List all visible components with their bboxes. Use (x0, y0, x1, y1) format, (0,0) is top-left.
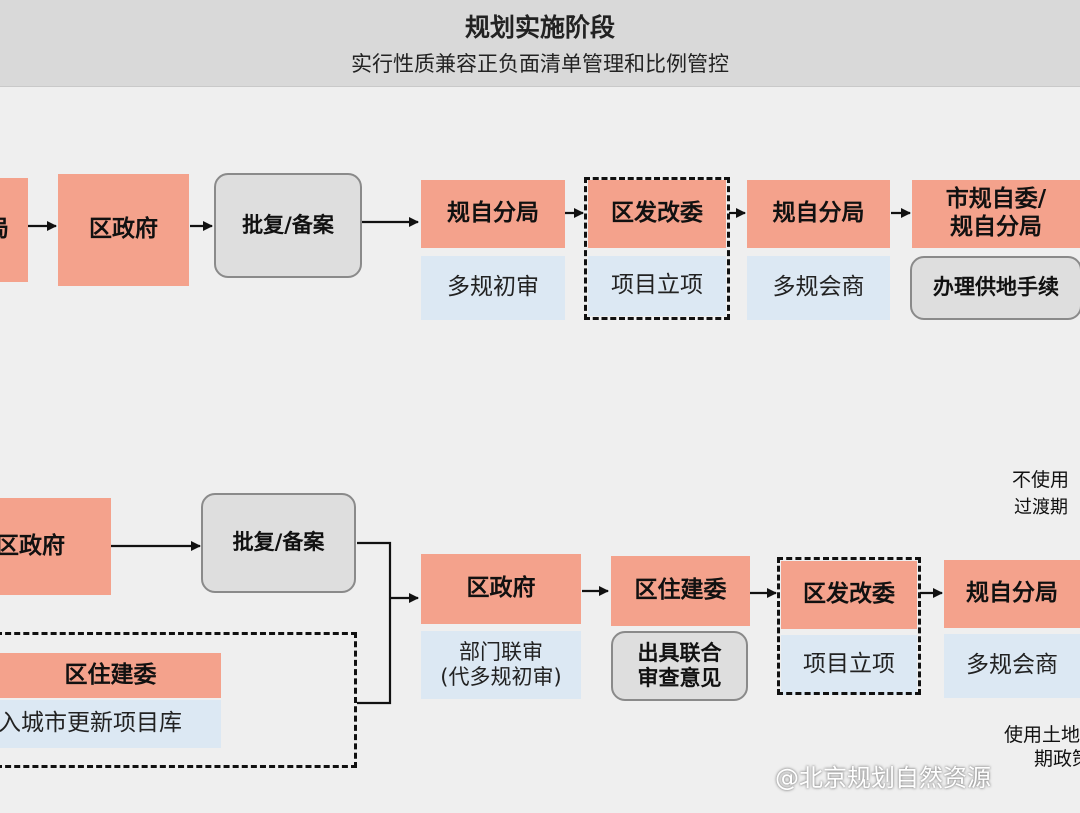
planning-bureau-2-sub-label: 多规会商 (772, 274, 865, 301)
approve-2-label: 批复/备案 (232, 530, 325, 555)
planning-bureau-3-label: 规自分局 (966, 580, 1058, 607)
dev-reform-1-box: 区发改委 (588, 180, 726, 248)
district-gov-2-sub-label: 部门联审 (代多规初审) (440, 639, 562, 689)
city-commission-label: 市规自委/ 规自分局 (945, 186, 1047, 240)
district-gov-left-label: 区政府 (0, 532, 65, 559)
dev-reform-2-dashed-frame (777, 557, 921, 695)
dev-reform-1-sub-box: 项目立项 (588, 256, 726, 316)
bracket-line (357, 541, 392, 705)
watermark: @北京规划自然资源 (775, 764, 991, 792)
planning-bureau-2-label: 规自分局 (772, 200, 865, 227)
joint-opinion-label: 出具联合 审查意见 (637, 640, 722, 690)
district-gov-box: 区政府 (58, 174, 189, 286)
page-subtitle: 实行性质兼容正负面清单管理和比例管控 (351, 52, 729, 76)
project-library-box: 入城市更新项目库 (0, 700, 221, 748)
dev-reform-2-sub-box: 项目立项 (781, 635, 917, 695)
land-supply-label: 办理供地手续 (933, 275, 1059, 300)
approve-box: 批复/备案 (214, 173, 362, 278)
planning-bureau-1-sub-box: 多规初审 (421, 256, 565, 320)
page-title: 规划实施阶段 (464, 13, 615, 42)
approve-2-box: 批复/备案 (201, 493, 356, 593)
planning-bureau-1-sub-label: 多规初审 (447, 274, 539, 301)
cut-left-box: 局 (0, 178, 28, 282)
planning-bureau-3-sub-label: 多规会商 (966, 652, 1058, 679)
planning-bureau-2-box: 规自分局 (747, 180, 890, 248)
approve-label: 批复/备案 (242, 212, 334, 237)
housing-committee-left-box: 区住建委 (0, 653, 221, 698)
project-library-dashed-frame (0, 632, 357, 768)
district-gov-2-sub-box: 部门联审 (代多规初审) (421, 631, 581, 699)
housing-committee-left-label: 区住建委 (64, 661, 157, 688)
note-top-1: 不使用 (1012, 469, 1070, 491)
planning-bureau-3-sub-box: 多规会商 (944, 634, 1080, 698)
joint-opinion-box: 出具联合 审查意见 (611, 631, 748, 701)
note-bottom-1: 使用土地 (1004, 724, 1080, 746)
planning-bureau-1-label: 规自分局 (447, 200, 539, 227)
planning-bureau-3-box: 规自分局 (944, 560, 1080, 628)
project-library-label: 入城市更新项目库 (0, 710, 182, 737)
district-gov-box-2: 区政府 (421, 554, 581, 624)
cut-left-label: 局 (0, 216, 9, 244)
dev-reform-2-box: 区发改委 (781, 561, 917, 629)
dev-reform-1-sub-label: 项目立项 (611, 272, 703, 299)
planning-bureau-1-box: 规自分局 (421, 180, 565, 248)
header: 规划实施阶段 实行性质兼容正负面清单管理和比例管控 (0, 0, 1080, 87)
land-supply-box: 办理供地手续 (910, 256, 1080, 320)
dev-reform-2-label: 区发改委 (803, 581, 895, 608)
city-commission-box: 市规自委/ 规自分局 (912, 180, 1080, 248)
district-gov-2-label: 区政府 (466, 575, 536, 602)
district-gov-left-box: 区政府 (0, 498, 111, 595)
note-bottom-2: 期政策 (1034, 748, 1080, 770)
dev-reform-1-dashed-frame (584, 177, 730, 320)
dev-reform-1-label: 区发改委 (611, 200, 703, 227)
dev-reform-2-sub-label: 项目立项 (803, 651, 895, 678)
housing-committee-label: 区住建委 (634, 577, 727, 604)
housing-committee-box: 区住建委 (611, 556, 750, 626)
planning-bureau-2-sub-box: 多规会商 (747, 256, 890, 320)
note-top-2: 过渡期 (1014, 497, 1068, 518)
district-gov-label: 区政府 (89, 216, 158, 243)
